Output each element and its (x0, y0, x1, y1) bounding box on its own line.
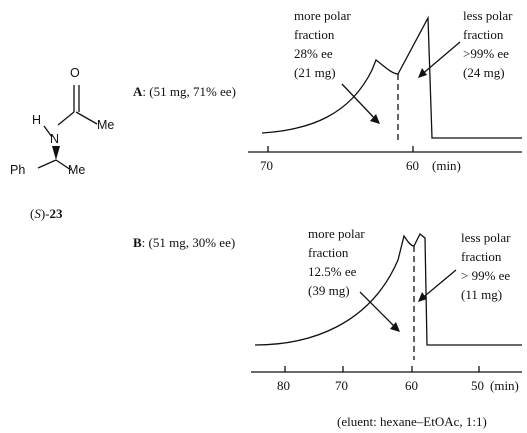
acyl-methyl-label: Me (97, 118, 115, 132)
run-a-unit-label: (min) (432, 158, 461, 173)
run-b-tick-label-70: 70 (335, 378, 348, 393)
arrow-a-more-line (341, 83, 379, 123)
wedge-bond-c-n (52, 146, 60, 160)
compound-number: 23 (49, 206, 63, 221)
run-a-more-polar-text: more polar fraction 28% ee (21 mg) (294, 8, 351, 80)
stereo-descriptor: S (34, 206, 41, 221)
run-b-unit-label: (min) (490, 378, 519, 393)
run-b-more-polar-text: more polar fraction 12.5% ee (39 mg) (308, 226, 365, 298)
run-b-tick-label-60: 60 (405, 378, 418, 393)
eluent-note: (eluent: hexane–EtOAc, 1:1) (337, 414, 487, 429)
arrow-a-less-line (419, 41, 461, 77)
arrow-b-more-head (390, 322, 400, 332)
arrow-a-more-head (370, 114, 380, 124)
bond-c-methyl (55, 159, 72, 171)
arrow-b-more-line (359, 291, 399, 331)
run-a-tick-label-70: 70 (260, 158, 273, 173)
atom-h-label: H (32, 113, 42, 127)
compound-label: (S)-23 (30, 206, 63, 221)
run-b-tick-label-50: 50 (471, 378, 484, 393)
arrow-a-less-head (418, 68, 427, 78)
run-a-label: A: (51 mg, 71% ee) (133, 84, 236, 99)
run-a-less-polar-text: less polar fraction >99% ee (24 mg) (463, 8, 513, 80)
bond-n-carbonyl (57, 111, 75, 126)
run-b-less-polar-text: less polar fraction > 99% ee (11 mg) (461, 230, 511, 302)
methyl-label: Me (68, 163, 86, 177)
bond-ph-c (37, 159, 57, 169)
trace-a (261, 15, 522, 139)
bond-carbonyl-methyl (75, 111, 98, 125)
phenyl-label: Ph (10, 163, 26, 177)
run-a-tick-label-60: 60 (406, 158, 419, 173)
atom-n-label: N (50, 132, 60, 146)
atom-o-label: O (70, 66, 80, 80)
arrow-b-less-line (419, 269, 457, 301)
bond-h-n (43, 125, 53, 138)
run-b-tick-label-80: 80 (277, 378, 290, 393)
trace-b (254, 232, 522, 346)
run-b-label: B: (51 mg, 30% ee) (133, 235, 236, 250)
arrow-b-less-head (418, 292, 427, 302)
